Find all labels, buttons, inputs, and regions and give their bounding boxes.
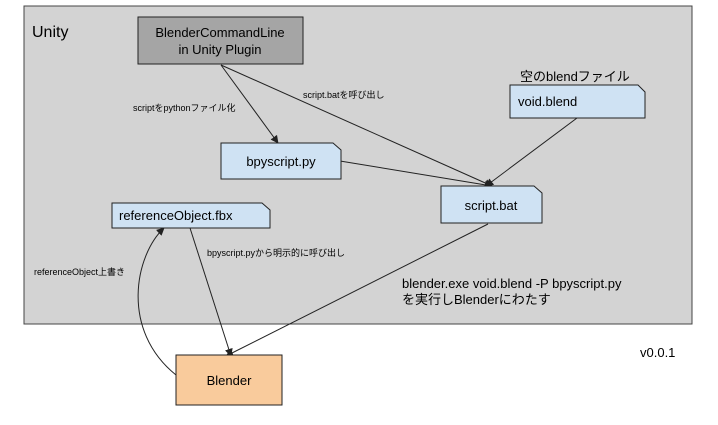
edge-bpyscript-to-script-bat	[339, 160, 493, 189]
label-command-line2: を実行しBlenderにわたす	[402, 292, 551, 307]
edge-plugin-to-bpyscript	[220, 64, 279, 144]
label-overwrite: referenceObject上書き	[34, 266, 125, 277]
plugin-node-line1: BlenderCommandLine	[155, 25, 284, 40]
script-bat-node-label: script.bat	[465, 198, 518, 213]
edge-reference-to-blender	[189, 227, 233, 357]
blender-node	[175, 354, 283, 406]
reference-object-node-label: referenceObject.fbx	[119, 208, 233, 223]
plugin-node-line2: in Unity Plugin	[178, 42, 261, 57]
void-blend-node-label: void.blend	[518, 94, 577, 109]
label-to-python: scriptをpythonファイル化	[133, 102, 236, 113]
bpyscript-node	[220, 142, 342, 180]
label-explicit-call: bpyscript.pyから明示的に呼び出し	[207, 247, 345, 258]
blender-node-label: Blender	[207, 373, 252, 388]
edge-plugin-to-script-bat	[220, 64, 493, 187]
edge-void-to-script-bat	[485, 117, 578, 187]
unity-label: Unity	[32, 24, 68, 41]
reference-object-node	[111, 202, 271, 229]
label-empty-blend: 空のblendファイル	[520, 69, 630, 84]
label-command-line1: blender.exe void.blend -P bpyscript.py	[402, 276, 622, 291]
label-call-bat: script.batを呼び出し	[303, 89, 385, 100]
script-bat-node	[440, 185, 543, 224]
edge-blender-to-reference	[137, 227, 177, 376]
void-blend-node	[509, 84, 646, 119]
edge-script-bat-to-blender	[225, 223, 489, 357]
plugin-node	[137, 16, 304, 65]
version-label: v0.0.1	[640, 345, 675, 360]
bpyscript-node-label: bpyscript.py	[246, 154, 316, 169]
unity-container	[23, 5, 693, 325]
